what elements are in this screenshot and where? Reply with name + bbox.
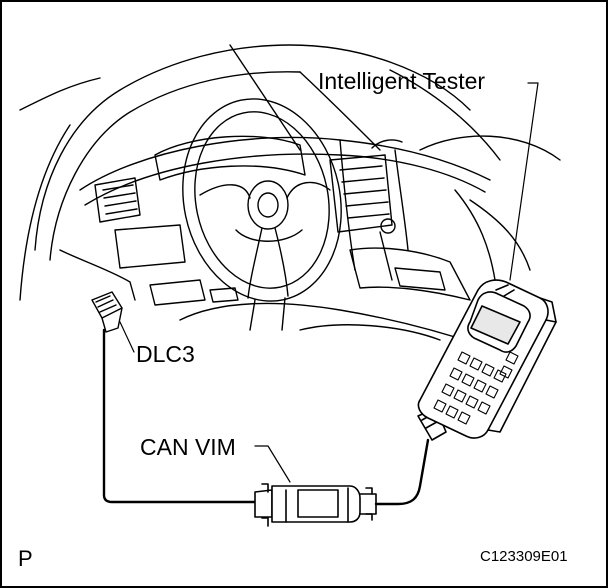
figure-code: C123309E01: [480, 548, 568, 565]
can-vim-label: CAN VIM: [140, 434, 236, 460]
intelligent-tester-label: Intelligent Tester: [318, 68, 486, 94]
tester-leader-line: [509, 82, 539, 281]
steering-wheel: [182, 98, 342, 331]
dlc3-label: DLC3: [136, 341, 195, 367]
center-console: [329, 154, 393, 233]
can-vim-module: [254, 483, 377, 527]
vim-leader-line: [254, 445, 291, 483]
air-vent: [94, 177, 141, 223]
corner-marker: P: [18, 546, 33, 571]
tester-screen: [470, 305, 521, 345]
tester-cable: [374, 438, 430, 506]
car-interior: [19, 44, 561, 346]
dlc3-cable: [102, 328, 257, 504]
dlc3-connector: [91, 291, 123, 333]
tester-keypad: [433, 351, 519, 425]
dlc3-leader-line: [119, 321, 135, 353]
intelligent-tester: [417, 279, 557, 441]
